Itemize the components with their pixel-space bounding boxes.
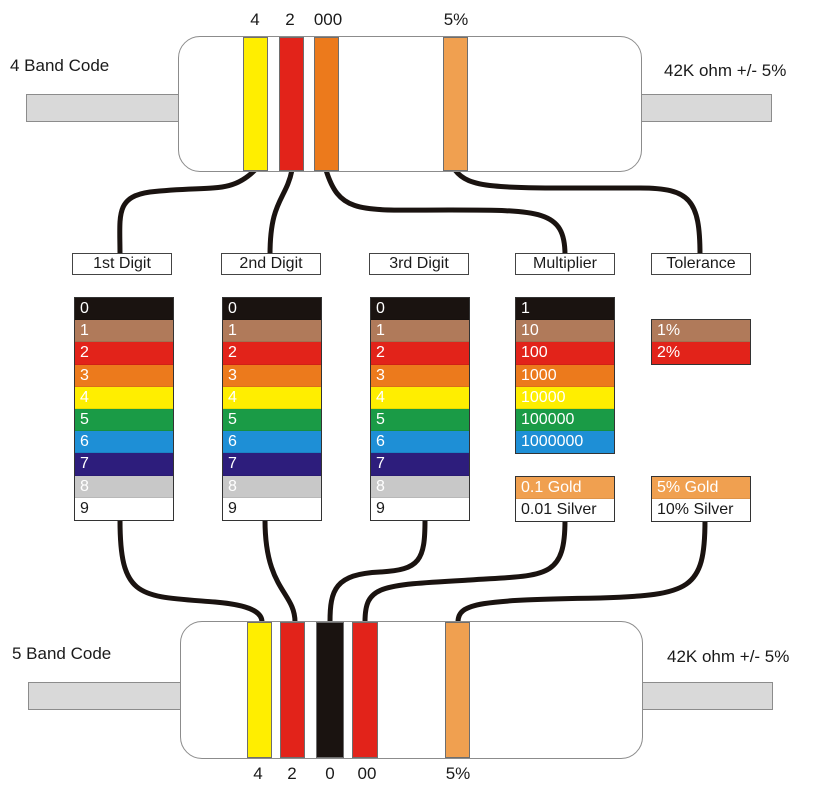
wire-top-band1 [117,167,258,258]
multiplier-extra-row: 0.01 Silver [516,499,614,522]
five-band-value: 42K ohm +/- 5% [667,647,790,666]
third-digit-row: 6 [371,431,469,454]
tolerance-extra-row: 5% Gold [652,477,750,500]
top-band-1 [243,37,268,171]
second-digit-row: 2 [223,342,321,365]
wire-bottom-band1 [117,517,265,625]
wire-bottom-band5 [455,517,708,625]
bottom-band-4 [352,622,378,758]
bottom-band-label-5: 5% [445,764,471,783]
top-band-label-3: 000 [313,10,343,29]
top-band-4 [443,37,468,171]
top-band-label-1: 4 [250,10,260,29]
first-digit-row: 6 [75,431,173,454]
wire-top-band3 [323,167,568,258]
top-band-3 [314,37,339,171]
bottom-lead-left [28,682,183,710]
bottom-band-label-1: 4 [253,764,263,783]
third-digit-row: 8 [371,475,469,498]
multiplier-row: 1000000 [516,431,614,454]
bottom-band-1 [247,622,272,758]
multiplier-row: 100 [516,342,614,365]
multiplier-row: 100000 [516,408,614,432]
tolerance-extra-row: 10% Silver [652,499,750,522]
multiplier-row: 10000 [516,386,614,409]
third-digit-row: 5 [371,408,469,432]
second-digit-row: 3 [223,364,321,387]
bottom-band-2 [280,622,305,758]
five-band-title: 5 Band Code [12,644,112,663]
top-band-label-4: 5% [443,10,469,29]
second-digit-row: 7 [223,453,321,476]
bottom-band-3 [316,622,344,758]
third-digit-row: 7 [371,453,469,476]
four-band-value: 42K ohm +/- 5% [664,61,787,80]
header-third-digit: 3rd Digit [369,253,469,275]
multiplier-row: 10 [516,320,614,343]
tolerance-table: 1%2% [651,319,751,366]
third-digit-row: 3 [371,364,469,387]
top-lead-right [640,94,772,122]
third-digit-row: 9 [371,497,469,520]
third-digit-row: 4 [371,386,469,409]
tolerance-row: 2% [652,342,750,365]
wire-bottom-band4 [362,517,568,625]
top-lead-left [26,94,181,122]
first-digit-row: 3 [75,364,173,387]
bottom-band-label-4: 00 [357,764,377,783]
bottom-band-5 [445,622,470,758]
bottom-lead-right [641,682,773,710]
wire-top-band2 [267,167,295,258]
header-second-digit: 2nd Digit [221,253,321,275]
third-digit-row: 1 [371,320,469,343]
second-digit-row: 6 [223,431,321,454]
multiplier-row: 1000 [516,364,614,387]
multiplier-row: 1 [516,298,614,321]
second-digit-row: 4 [223,386,321,409]
tolerance-row: 1% [652,320,750,343]
four-band-title: 4 Band Code [10,56,110,75]
wire-bottom-band3 [327,517,428,625]
first-digit-row: 2 [75,342,173,365]
third-digit-row: 0 [371,298,469,321]
second-digit-row: 5 [223,408,321,432]
wire-bottom-band2 [262,517,298,625]
top-band-2 [279,37,304,171]
first-digit-row: 4 [75,386,173,409]
first-digit-row: 9 [75,497,173,520]
header-first-digit: 1st Digit [72,253,172,275]
first-digit-row: 8 [75,475,173,498]
second-digit-row: 8 [223,475,321,498]
first-digit-row: 0 [75,298,173,321]
bottom-band-label-2: 2 [287,764,297,783]
multiplier-extra-row: 0.1 Gold [516,477,614,500]
header-multiplier: Multiplier [515,253,615,275]
second-digit-row: 0 [223,298,321,321]
first-digit-row: 7 [75,453,173,476]
top-band-label-2: 2 [285,10,295,29]
wire-top-band4 [452,167,703,258]
first-digit-row: 1 [75,320,173,343]
second-digit-row: 9 [223,497,321,520]
second-digit-row: 1 [223,320,321,343]
first-digit-row: 5 [75,408,173,432]
third-digit-row: 2 [371,342,469,365]
bottom-band-label-3: 0 [325,764,335,783]
header-tolerance: Tolerance [651,253,751,275]
